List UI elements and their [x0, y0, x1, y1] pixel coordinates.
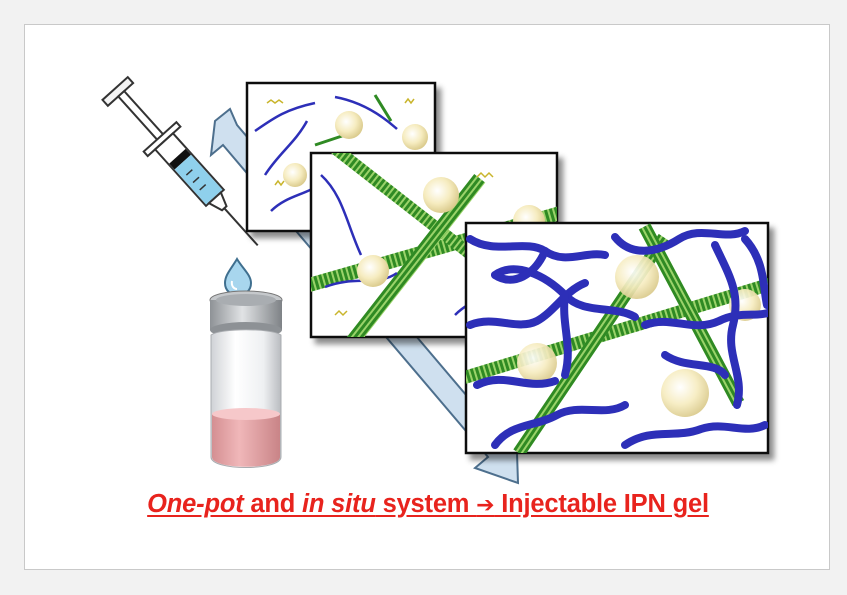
figure-frame: One-pot and in situ system ➔ Injectable …	[24, 24, 830, 570]
droplet-icon	[223, 257, 253, 297]
caption-injectable-ipn-gel: Injectable IPN gel	[494, 490, 709, 518]
panel-ipn-network	[464, 221, 770, 455]
caption-title: One-pot and in situ system ➔ Injectable …	[31, 490, 825, 519]
caption-system: system	[375, 490, 477, 518]
caption-arrow-icon: ➔	[476, 493, 495, 518]
ipn-gel-diagram	[101, 75, 770, 485]
caption-one-pot: One-pot	[147, 490, 244, 518]
syringe-icon	[101, 75, 259, 247]
vial-icon	[209, 290, 283, 468]
caption-and: and	[243, 490, 303, 518]
caption-in-situ: in situ	[302, 490, 376, 518]
